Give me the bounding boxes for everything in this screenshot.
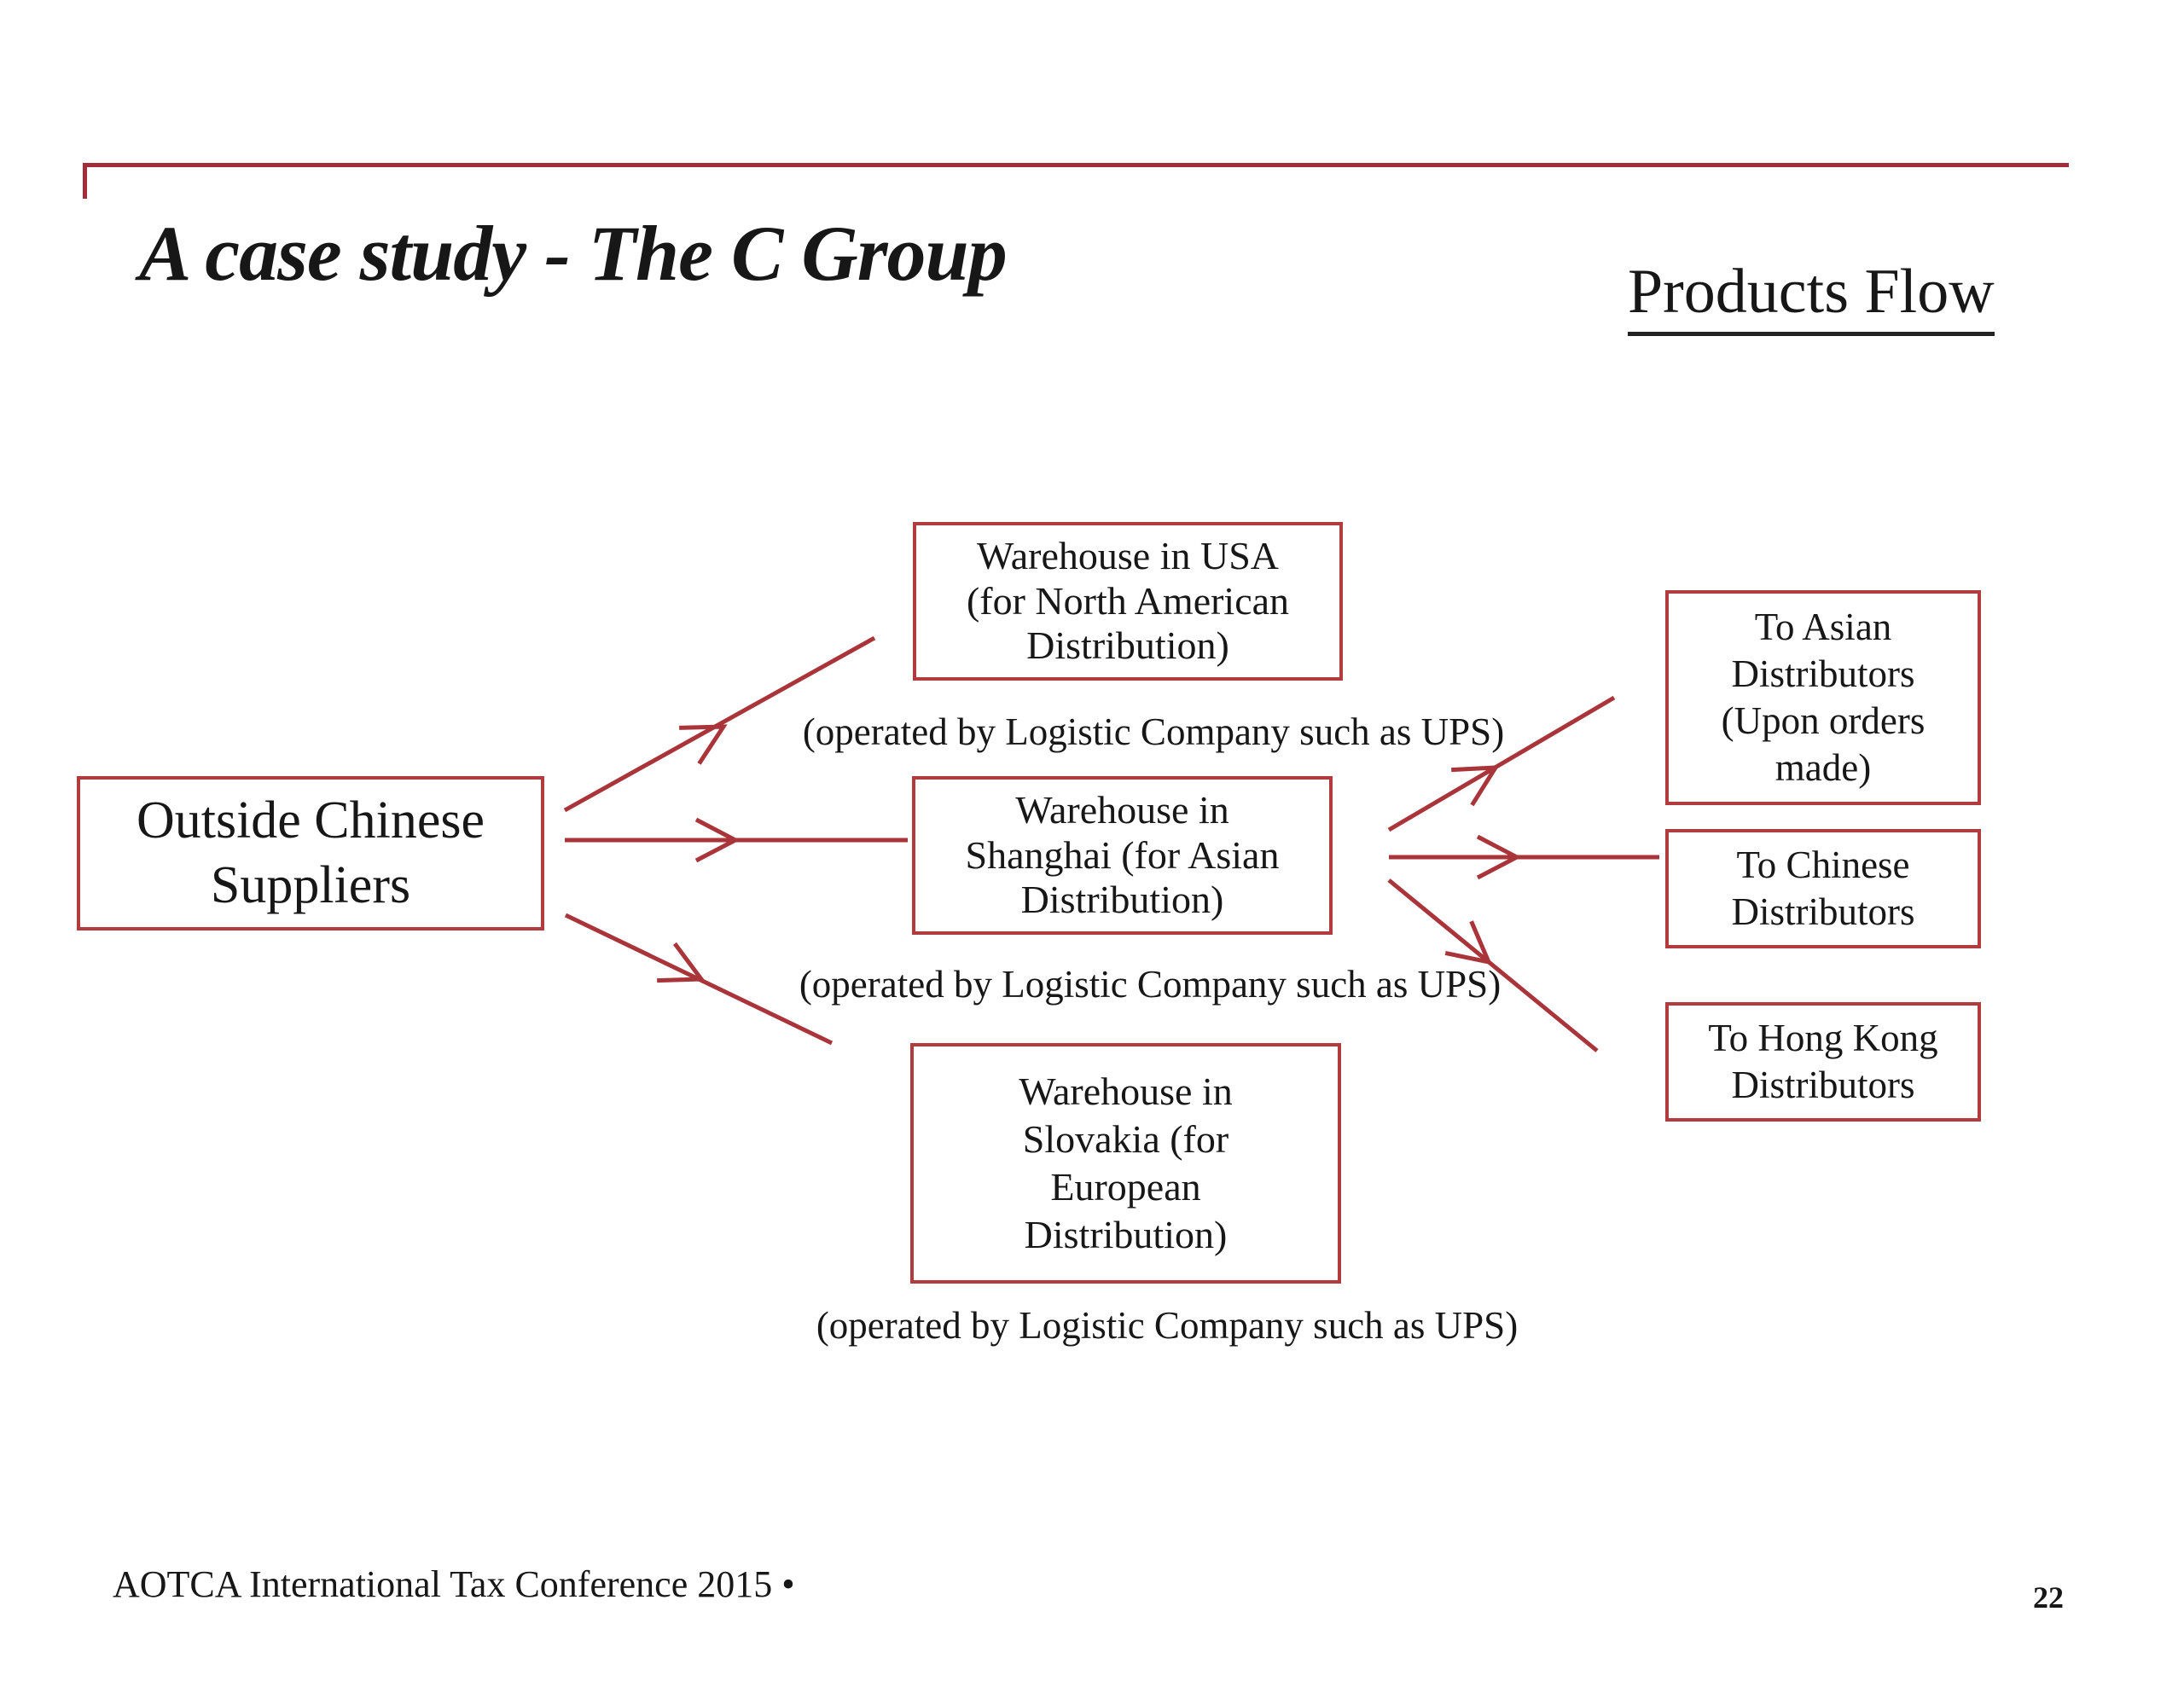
arrow-supplier-to-slovakia [564, 913, 834, 1046]
footer-conference-text: AOTCA International Tax Conference 2015 … [113, 1563, 795, 1605]
arrow-supplier-to-usa [563, 635, 876, 813]
arrow-supplier-to-shanghai [565, 817, 908, 863]
products-flow-label: Products Flow [1628, 257, 1995, 336]
arrow-shanghai-to-hongkong [1387, 878, 1599, 1052]
arrow-shanghai-to-asian [1387, 695, 1616, 832]
node-outside-chinese-suppliers: Outside Chinese Suppliers [77, 776, 544, 930]
page-number: 22 [2033, 1580, 2064, 1615]
node-warehouse-slovakia: Warehouse in Slovakia (for European Dist… [910, 1043, 1341, 1284]
caption-shanghai-operated-by: (operated by Logistic Company such as UP… [799, 963, 1502, 1006]
node-warehouse-shanghai: Warehouse in Shanghai (for Asian Distrib… [912, 776, 1333, 935]
page-title: A case study - The C Group [139, 210, 1008, 297]
node-chinese-distributors: To Chinese Distributors [1665, 829, 1981, 948]
caption-usa-operated-by: (operated by Logistic Company such as UP… [802, 710, 1505, 753]
node-asian-distributors: To Asian Distributors (Upon orders made) [1665, 590, 1981, 805]
arrow-shanghai-to-chinese [1389, 834, 1659, 880]
products-flow-heading: Products Flow [1628, 256, 1995, 336]
node-warehouse-usa: Warehouse in USA (for North American Dis… [913, 522, 1343, 681]
top-rule-horizontal [83, 163, 2069, 167]
node-hong-kong-distributors: To Hong Kong Distributors [1665, 1002, 1981, 1122]
caption-slovakia-operated-by: (operated by Logistic Company such as UP… [816, 1304, 1519, 1347]
top-rule-vertical-tick [83, 163, 87, 199]
